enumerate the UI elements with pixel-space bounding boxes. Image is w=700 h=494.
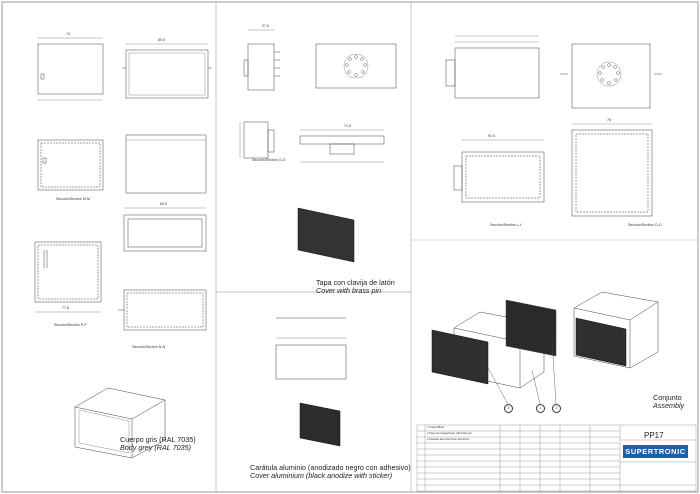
balloon: 1	[536, 404, 545, 413]
brand-logo: SUPERTRONIC	[623, 445, 688, 458]
section-label-gg: Sección/Section G-G	[252, 158, 286, 162]
section-label-mm: Sección/Section M-M	[56, 197, 90, 201]
label-caption-es: Carátula aluminio (anodizado negro con a…	[250, 463, 411, 472]
cover-caption: Tapa con clavija de latón Cover with bra…	[316, 278, 395, 296]
body-caption-en: Body grey (RAL 7035)	[120, 443, 191, 453]
drawing-code: PP17	[644, 431, 664, 440]
part-row: 3 Carátula aluminio/Cover aluminium	[427, 438, 470, 441]
assembly-caption-es: Conjunto	[653, 393, 682, 402]
cover-caption-es: Tapa con clavija de latón	[316, 278, 395, 287]
dimension-label: 80.5	[158, 38, 165, 42]
part-row: 1 Cuerpo/Body	[427, 426, 444, 429]
label-caption: Carátula aluminio (anodizado negro con a…	[250, 463, 411, 481]
body-caption-es: Cuerpo gris (RAL 7035)	[120, 435, 196, 444]
assembly-caption-en: Assembly	[653, 401, 685, 411]
section-label-nn: Sección/Section N-N	[132, 345, 166, 349]
dimension-label: 27.6	[262, 24, 269, 28]
balloon: 2	[552, 404, 561, 413]
dimension-label: 74	[66, 32, 70, 36]
cover-caption-en: Cover with brass pin	[316, 286, 382, 296]
section-label-oo: Sección/Section O-O	[628, 223, 662, 227]
dimension-label: 77.5	[62, 306, 69, 310]
dimension-label: 71.5	[344, 124, 351, 128]
label-caption-en: Cover aluminium (black anodize with stic…	[250, 471, 393, 481]
body-caption: Cuerpo gris (RAL 7035) Body grey (RAL 70…	[120, 435, 196, 453]
dimension-label: 91.5	[488, 134, 495, 138]
part-description: Carátula aluminio/Cover aluminium	[429, 438, 470, 441]
part-description: Cuerpo/Body	[429, 426, 445, 429]
dimension-label: 76	[607, 118, 611, 122]
part-description: Tapa con clavija/Cover with brass pin	[429, 432, 472, 435]
assembly-caption: Conjunto Assembly	[653, 393, 685, 411]
part-row: 2 Tapa con clavija/Cover with brass pin	[427, 432, 472, 435]
dimension-label: 60.5	[160, 202, 167, 206]
section-label-ll: Sección/Section L-L	[490, 223, 522, 227]
balloon: 3	[504, 404, 513, 413]
section-label-pp: Sección/Section P-P	[54, 323, 87, 327]
